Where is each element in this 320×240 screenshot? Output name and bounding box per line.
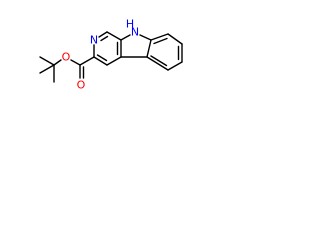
bond-cq-methyl-top (39, 56, 55, 66)
bond-c4-c3 (93, 56, 108, 66)
bond-n9-c8a (139, 34, 152, 41)
bond-c5-c4b (146, 56, 169, 71)
bond-cq-methyl-left (39, 64, 55, 74)
atom-ring-nitrogen: N (90, 34, 98, 47)
bond-c5-c4b-double (150, 55, 168, 67)
bond-c8-c7 (167, 33, 183, 45)
bond-c8a-c8 (150, 33, 169, 41)
structure-canvas: N H N O O (0, 0, 240, 157)
bond-c9a-n9 (120, 34, 131, 41)
bond-c1-c9a (106, 31, 122, 41)
bond-c8a-c4b (146, 39, 152, 58)
bond-c4a-c4 (106, 56, 122, 66)
bond-carbonyl-oether (70, 59, 81, 66)
bond-c3-carbonyl (79, 56, 95, 66)
atom-carbonyl-oxygen: O (77, 79, 86, 92)
bond-c6-c5 (167, 61, 183, 71)
atom-indole-nitrogen: N (131, 26, 139, 39)
bond-n2-c1-double (100, 35, 109, 42)
molecule-diagram: N H N O O (39, 18, 183, 92)
bond-c8a-c8-double (153, 37, 168, 45)
bond-n2-c1 (98, 31, 108, 38)
atom-indole-h: H (126, 18, 134, 31)
atom-ether-oxygen: O (62, 51, 71, 64)
bond-oether-cq (53, 59, 62, 66)
bond-c4-c3-double (96, 54, 108, 62)
